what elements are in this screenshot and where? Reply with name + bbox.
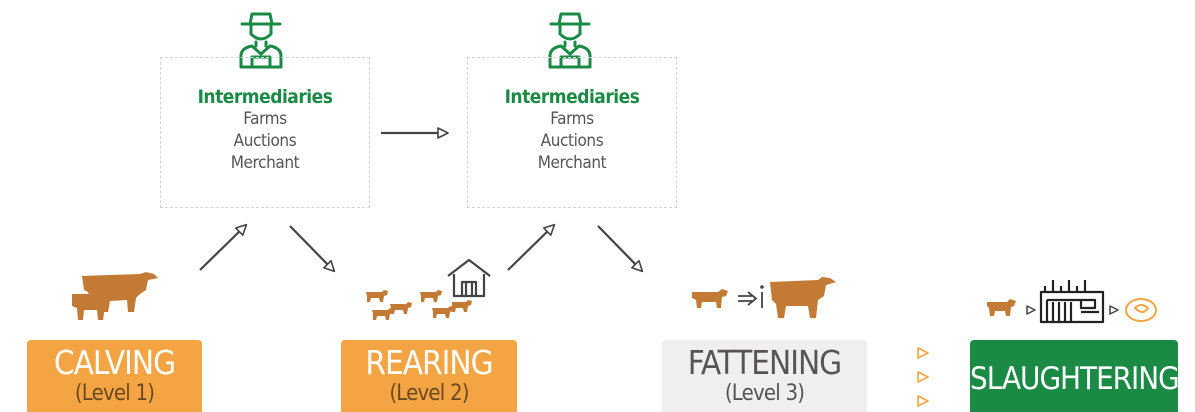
intermediary-merchant: Merchant <box>537 153 607 173</box>
cow-and-calf-icon <box>72 272 158 320</box>
arrow-calving-to-intermediaries <box>199 223 248 271</box>
stage-name: CALVING <box>53 343 176 382</box>
cow-growth-icon <box>692 277 836 318</box>
stage-name: FATTENING <box>687 343 842 382</box>
stage-calving: CALVING (Level 1) <box>27 340 202 412</box>
stage-slaughtering: SLAUGHTERING <box>970 340 1180 412</box>
small-arrow-icon <box>917 347 929 359</box>
intermediaries-box: Intermediaries Farms Auctions Merchant <box>160 57 370 208</box>
stage-rearing: REARING (Level 2) <box>341 340 517 412</box>
intermediary-farms: Farms <box>550 109 594 129</box>
stage-name: SLAUGHTERING <box>970 361 1180 397</box>
small-cow-icon <box>987 299 1016 316</box>
intermediary-auctions: Auctions <box>540 131 604 151</box>
barn-icon <box>447 258 491 298</box>
small-arrows-to-slaughtering <box>917 347 929 407</box>
stage-level: (Level 2) <box>389 381 469 406</box>
arrow-rearing-to-intermediaries <box>507 223 556 271</box>
arrow-intermediaries-to-rearing <box>289 225 336 273</box>
calves-and-barn-icon <box>366 258 491 320</box>
stage-fattening: FATTENING (Level 3) <box>662 340 867 412</box>
slaughterhouse-icon <box>987 280 1157 324</box>
stage-name: REARING <box>365 343 493 382</box>
small-arrow-icon <box>917 371 929 383</box>
intermediary-auctions: Auctions <box>233 131 297 151</box>
stage-level: (Level 1) <box>74 381 155 406</box>
intermediary-merchant: Merchant <box>230 153 300 173</box>
intermediaries-box: Intermediaries Farms Auctions Merchant <box>467 57 677 208</box>
stage-level: (Level 3) <box>724 381 805 406</box>
farmer-icon <box>239 12 283 69</box>
steak-icon <box>1125 298 1157 322</box>
intermediary-farms: Farms <box>243 109 287 129</box>
intermediaries-title: Intermediaries <box>197 86 333 108</box>
arrow-intermediaries-to-fattening <box>597 225 644 273</box>
small-arrow-icon <box>917 395 929 407</box>
intermediaries-title: Intermediaries <box>504 86 640 108</box>
